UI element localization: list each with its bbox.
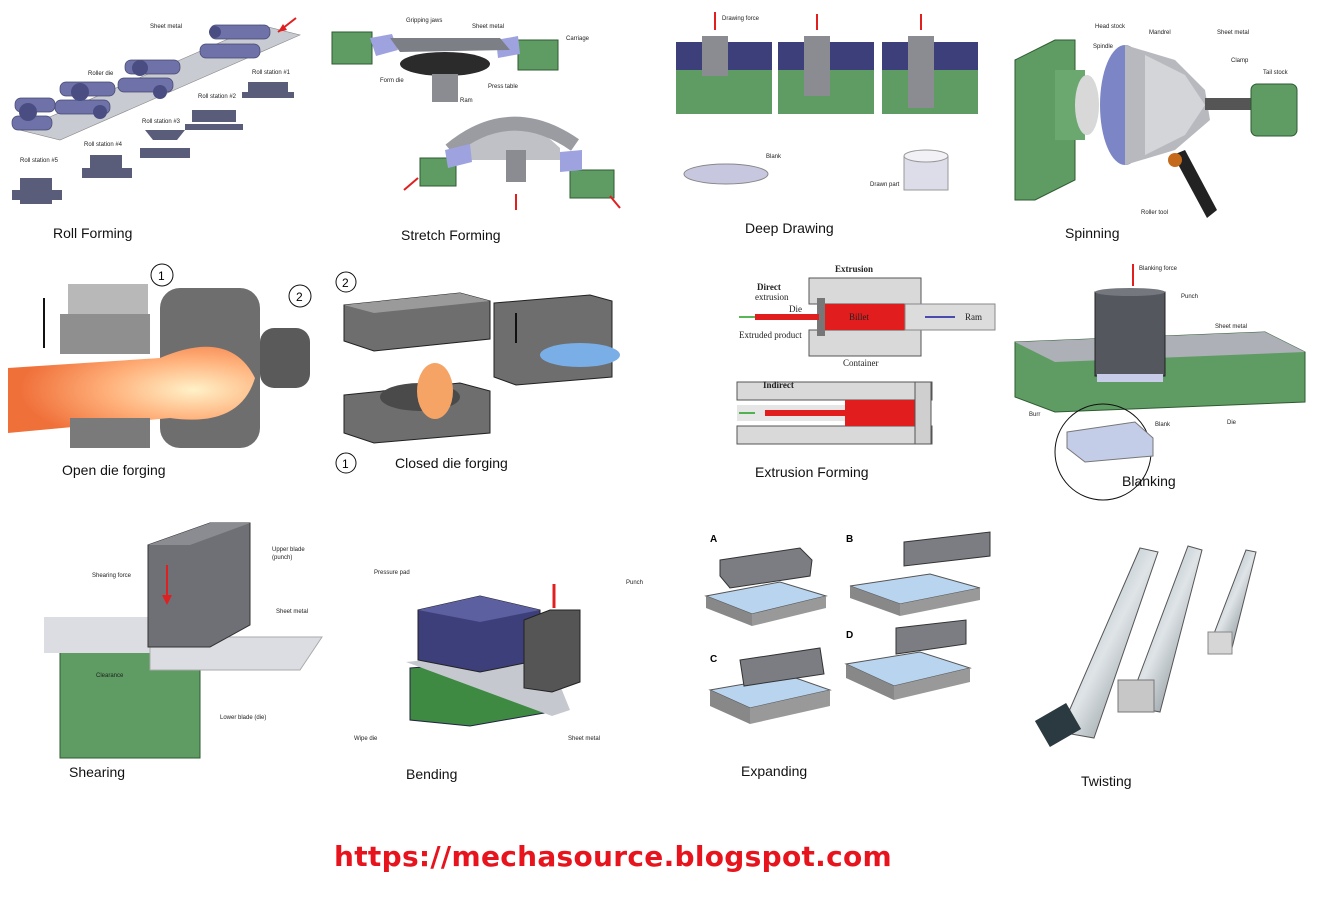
label-1: 1	[342, 457, 349, 471]
label-extrusion-title: Extrusion	[835, 264, 873, 274]
stretch-forming-illustration: Gripping jaws Sheet metal Carriage Form …	[331, 18, 621, 210]
label-extrusion: extrusion	[755, 292, 789, 302]
label-burr: Burr	[1029, 412, 1040, 418]
label-blank: Blank	[1155, 422, 1171, 428]
label-d: D	[846, 630, 853, 641]
label-extruded-product: Extruded product	[739, 330, 802, 340]
blanking-illustration: Blanking force Punch Sheet metal Blank D…	[1014, 264, 1306, 501]
label-sheet-metal: Sheet metal	[276, 609, 308, 615]
label-sheet-metal: Sheet metal	[1217, 30, 1249, 36]
caption-expanding: Expanding	[741, 763, 808, 779]
label-tail-stock: Tail stock	[1263, 70, 1289, 76]
label-punch: Punch	[1181, 294, 1198, 300]
label-billet: Billet	[849, 312, 869, 322]
caption-shearing: Shearing	[69, 764, 126, 780]
label-2: 2	[296, 290, 303, 304]
label-roll-station-3: Roll station #3	[142, 119, 181, 125]
roll-forming-panel: Sheet metal Roller die Roll station #1 R…	[0, 0, 310, 250]
spinning-panel: Head stock Mandrel Sheet metal Spindle C…	[1005, 0, 1315, 250]
caption-extrusion-forming: Extrusion Forming	[755, 464, 869, 480]
label-ram: Ram	[460, 98, 473, 104]
label-wipe-die: Wipe die	[354, 736, 378, 742]
expanding-panel: A B C D Expanding	[700, 530, 1000, 790]
closed-die-forging-panel: 2 1 Closed die forging	[330, 265, 630, 480]
caption-twisting: Twisting	[1081, 773, 1132, 789]
label-drawing-force: Drawing force	[722, 16, 760, 22]
label-gripping-jaws: Gripping jaws	[406, 18, 442, 24]
label-punch: (punch)	[272, 555, 292, 561]
twisting-illustration	[1034, 545, 1257, 747]
label-pressure-pad: Pressure pad	[374, 570, 410, 576]
label-2: 2	[342, 276, 349, 290]
expanding-illustration: A B C D	[704, 531, 991, 724]
label-shearing-force: Shearing force	[92, 573, 132, 579]
label-carriage: Carriage	[566, 36, 590, 42]
label-sheet-metal: Sheet metal	[472, 24, 504, 30]
stretch-forming-panel: Gripping jaws Sheet metal Carriage Form …	[320, 0, 650, 250]
extrusion-forming-illustration: Extrusion Direct extrusion Die Billet Ra…	[736, 264, 996, 445]
label-spindle: Spindle	[1093, 44, 1114, 50]
label-mandrel: Mandrel	[1149, 30, 1171, 36]
label-roll-station-4: Roll station #4	[84, 142, 123, 148]
label-clamp: Clamp	[1231, 58, 1249, 64]
caption-spinning: Spinning	[1065, 225, 1120, 241]
twisting-panel: Twisting	[1020, 540, 1310, 795]
label-head-stock: Head stock	[1095, 24, 1126, 30]
caption-stretch-forming: Stretch Forming	[401, 227, 501, 243]
label-sheet-metal: Sheet metal	[150, 24, 182, 30]
closed-die-forging-illustration: 2 1	[335, 271, 620, 474]
caption-bending: Bending	[406, 766, 458, 782]
label-roll-station-5: Roll station #5	[20, 158, 59, 164]
spinning-illustration: Head stock Mandrel Sheet metal Spindle C…	[1014, 24, 1298, 218]
bending-illustration: Pressure pad Punch Wipe die Sheet metal	[354, 570, 643, 742]
label-clearance: Clearance	[96, 673, 124, 679]
blanking-panel: Blanking force Punch Sheet metal Blank D…	[1005, 262, 1315, 501]
roll-forming-illustration: Sheet metal Roller die Roll station #1 R…	[11, 17, 301, 204]
label-form-die: Form die	[380, 78, 404, 84]
shearing-panel: Shearing force Upper blade (punch) Sheet…	[0, 515, 340, 785]
label-sheet-metal: Sheet metal	[1215, 324, 1247, 330]
label-roller-tool: Roller tool	[1141, 210, 1168, 216]
label-ram: Ram	[965, 312, 982, 322]
label-direct: Direct	[757, 282, 781, 292]
label-press-table: Press table	[488, 84, 519, 90]
deep-drawing-illustration: Drawing force Blank Drawn part	[676, 12, 978, 191]
caption-roll-forming: Roll Forming	[53, 225, 133, 241]
label-b: B	[846, 534, 853, 545]
label-container: Container	[843, 358, 879, 368]
label-die: Die	[1227, 420, 1237, 426]
label-roll-station-2: Roll station #2	[198, 94, 237, 100]
bending-panel: Pressure pad Punch Wipe die Sheet metal …	[340, 540, 680, 790]
shearing-illustration: Shearing force Upper blade (punch) Sheet…	[44, 522, 323, 759]
label-blank: Blank	[766, 154, 782, 160]
label-indirect: Indirect	[763, 380, 794, 390]
deep-drawing-panel: Drawing force Blank Drawn part Deep Draw…	[670, 0, 990, 250]
open-die-forging-illustration: 1 2	[8, 263, 312, 448]
label-upper-blade: Upper blade	[272, 547, 305, 553]
label-punch: Punch	[626, 580, 643, 586]
label-blanking-force: Blanking force	[1139, 266, 1178, 272]
label-sheet-metal: Sheet metal	[568, 736, 600, 742]
extrusion-forming-panel: Extrusion Direct extrusion Die Billet Ra…	[725, 262, 1000, 487]
label-drawn-part: Drawn part	[870, 182, 900, 188]
label-die: Die	[789, 304, 802, 314]
caption-open-die-forging: Open die forging	[62, 462, 166, 478]
caption-deep-drawing: Deep Drawing	[745, 220, 834, 236]
blog-url-link[interactable]: https://mechasource.blogspot.com	[334, 840, 893, 873]
caption-blanking: Blanking	[1122, 473, 1176, 489]
label-c: C	[710, 654, 717, 665]
label-lower-blade: Lower blade (die)	[220, 715, 266, 721]
label-roller-die: Roller die	[88, 71, 114, 77]
label-roll-station-1: Roll station #1	[252, 70, 291, 76]
label-1: 1	[158, 269, 165, 283]
open-die-forging-panel: 1 2 Open die forging	[0, 258, 320, 483]
caption-closed-die-forging: Closed die forging	[395, 455, 508, 471]
label-a: A	[710, 534, 717, 545]
